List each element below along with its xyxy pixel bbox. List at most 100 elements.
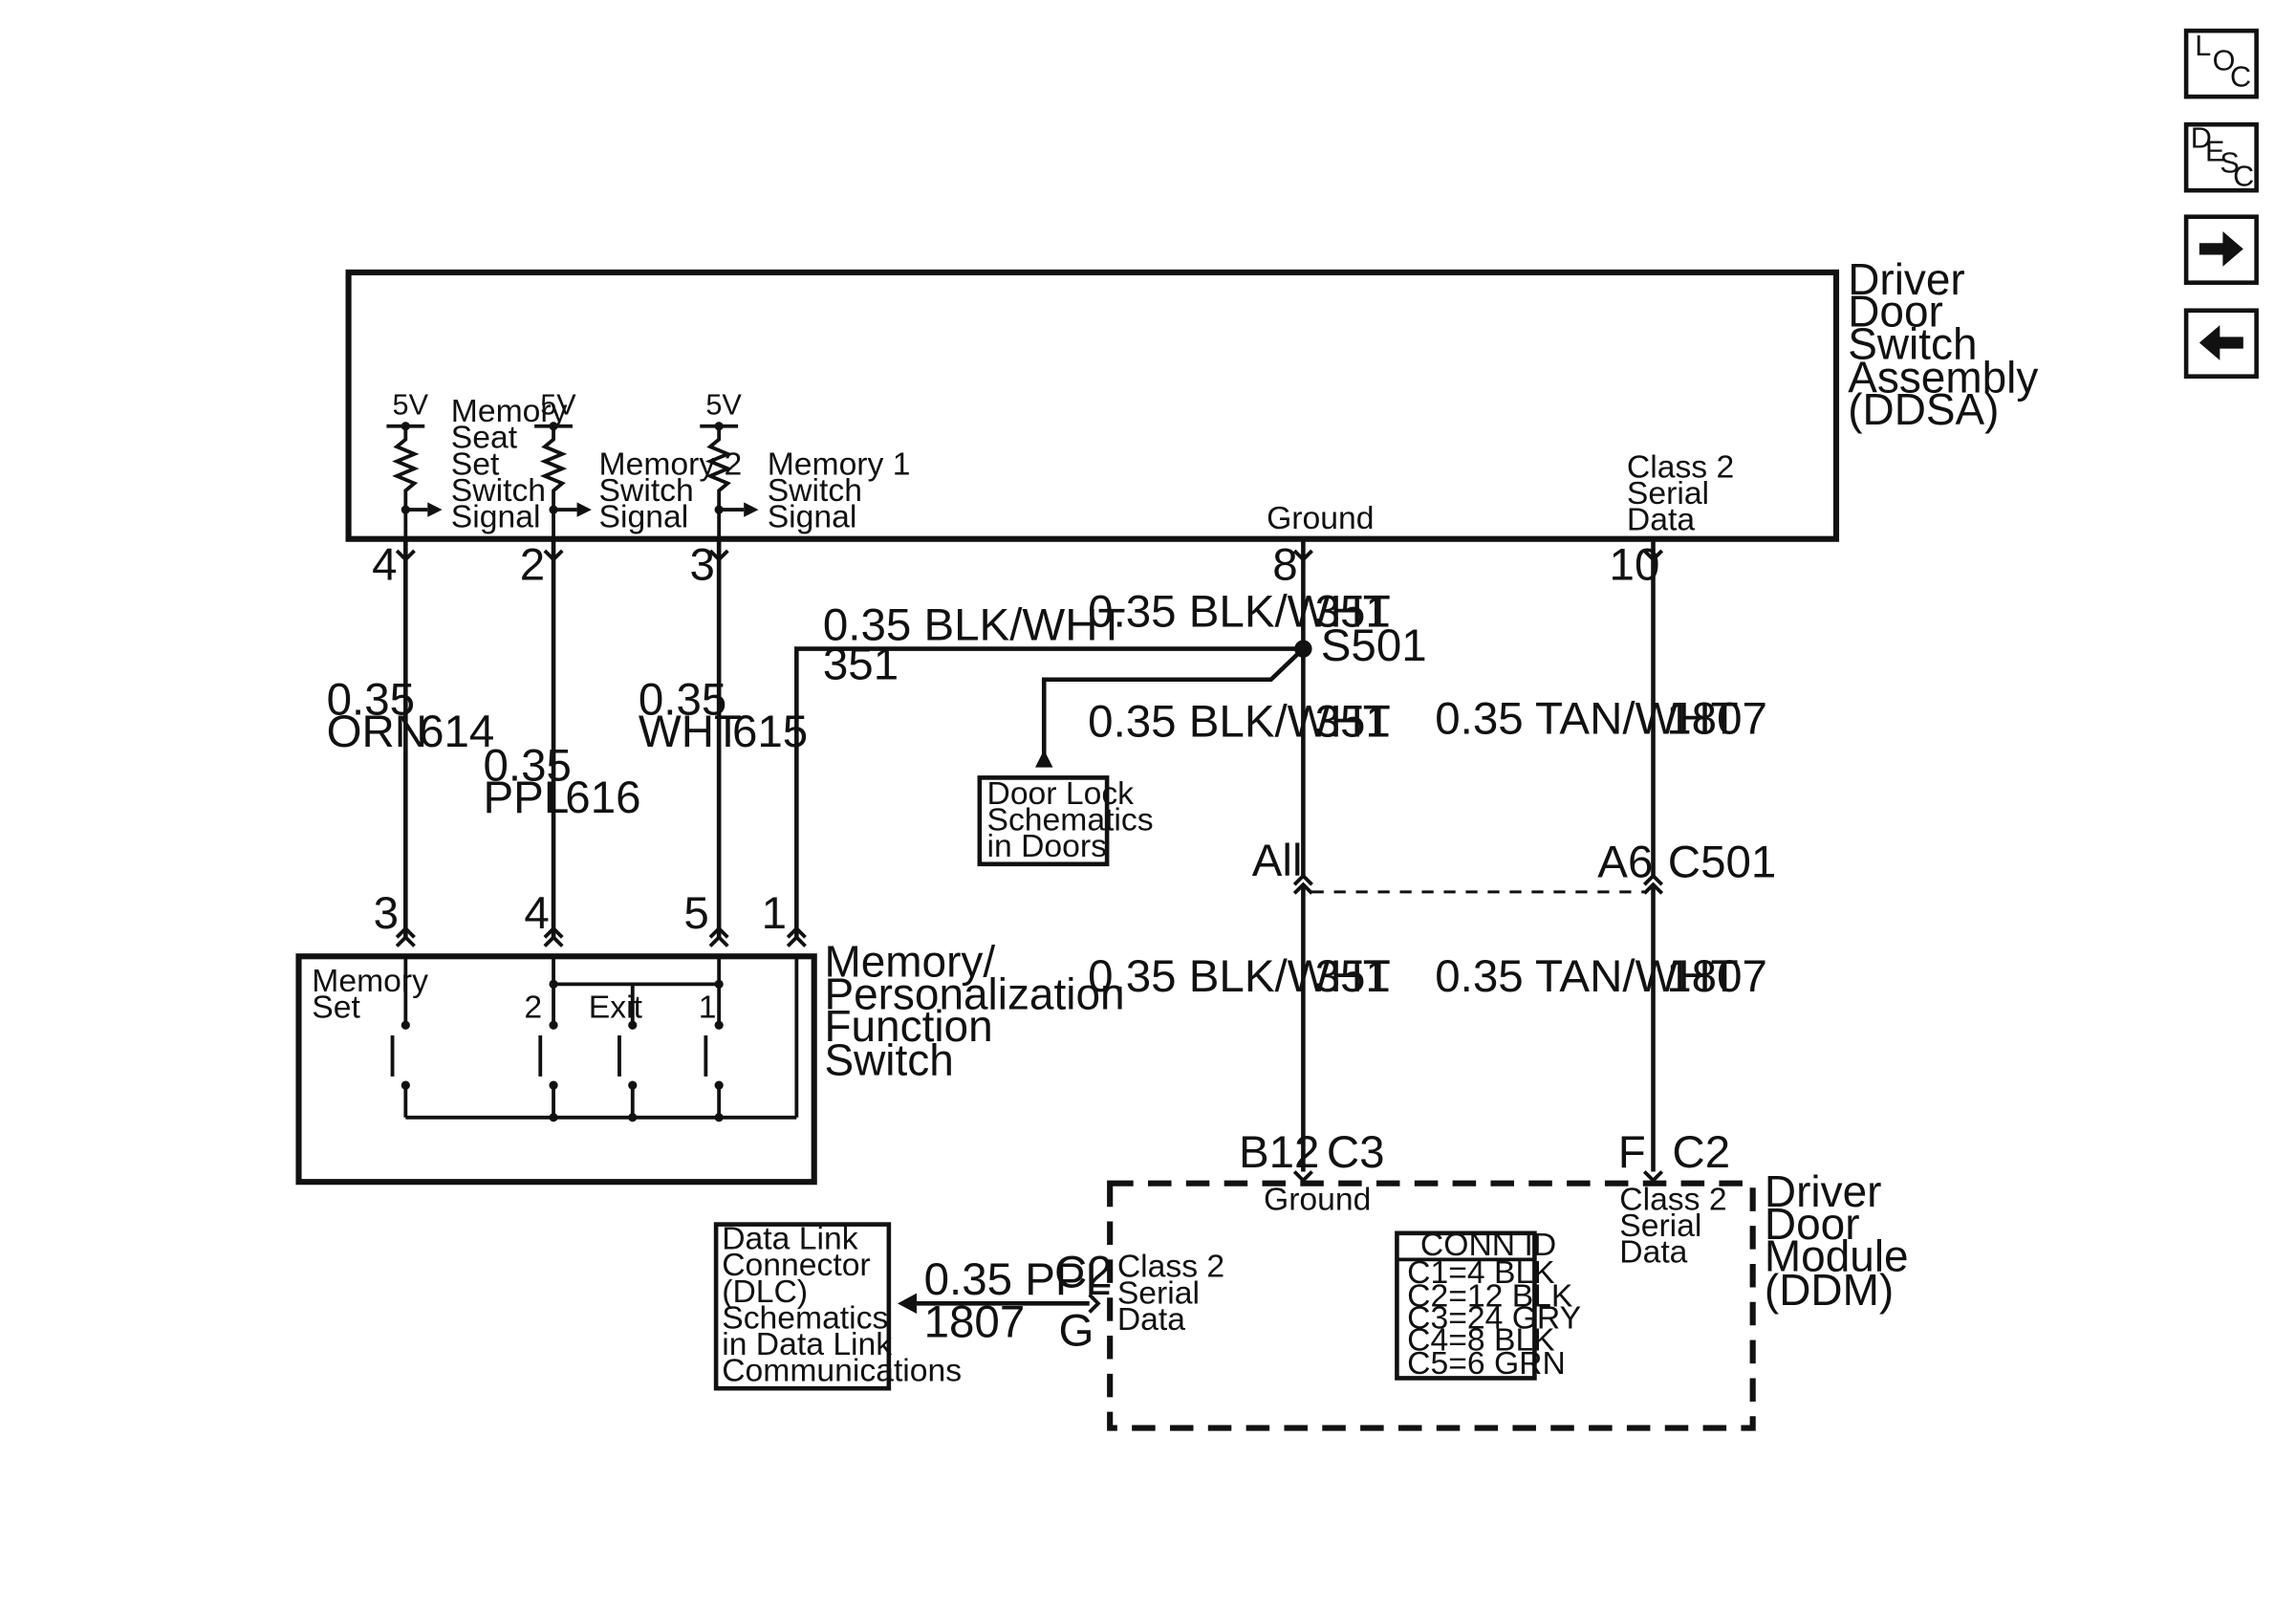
- svg-text:1807: 1807: [1666, 693, 1767, 744]
- desc-letter-c: C: [2233, 161, 2254, 193]
- svg-text:PPL: PPL: [484, 773, 570, 823]
- memory1-signal-label: Memory 1 Switch Signal: [768, 446, 911, 534]
- svg-text:Connector: Connector: [722, 1247, 870, 1283]
- svg-text:351: 351: [1315, 587, 1391, 638]
- svg-text:Data Link: Data Link: [722, 1221, 857, 1257]
- svg-text:Data: Data: [1619, 1233, 1687, 1270]
- splice-s501-label: S501: [1321, 620, 1427, 671]
- mpfs-exit-label: Exit: [589, 990, 643, 1026]
- memory-seat-signal-label: Memory Seat Set Switch Signal: [451, 393, 568, 534]
- svg-text:5V: 5V: [540, 389, 576, 422]
- wire-tanwht-mid-label: 0.35 TAN/WHT 1807: [1435, 693, 1767, 744]
- loc-letter-l: L: [2195, 30, 2211, 62]
- svg-text:0.35: 0.35: [639, 675, 726, 726]
- svg-text:(DLC): (DLC): [722, 1274, 808, 1310]
- svg-text:0.35 TAN/WHT: 0.35 TAN/WHT: [1435, 951, 1738, 1002]
- ddsa-pin-3: 3: [690, 540, 715, 591]
- svg-text:Set: Set: [312, 990, 360, 1026]
- svg-text:Switch: Switch: [768, 472, 862, 509]
- dlc-reference[interactable]: Data Link Connector (DLC) Schematics in …: [713, 1221, 962, 1391]
- svg-text:(DDSA): (DDSA): [1848, 384, 1999, 434]
- nav-back-button[interactable]: [2183, 308, 2259, 379]
- right-arrow-icon: [2199, 231, 2243, 267]
- svg-text:351: 351: [823, 640, 899, 690]
- svg-text:0.35 BLK/WHT: 0.35 BLK/WHT: [823, 599, 1126, 650]
- svg-text:in Doors: in Doors: [986, 828, 1106, 864]
- svg-text:Switch: Switch: [451, 472, 546, 509]
- nav-desc-button[interactable]: D E S C: [2183, 122, 2259, 193]
- wire-ppl-label: 0.35 PPL 616: [484, 740, 641, 823]
- mpfs-switch-internals: [390, 956, 799, 1122]
- svg-text:in Data Link: in Data Link: [722, 1326, 892, 1362]
- svg-text:Door: Door: [1765, 1199, 1860, 1249]
- mpfs-switch-1-label: 1: [699, 990, 717, 1026]
- svg-text:Door: Door: [1848, 287, 1943, 337]
- memory2-signal-label: Memory 2 Switch Signal: [599, 446, 743, 534]
- svg-text:351: 351: [1315, 697, 1391, 748]
- svg-text:Memory/: Memory/: [824, 937, 995, 987]
- ddm-pin-b12: B12: [1239, 1127, 1319, 1178]
- ddsa-pin-2: 2: [520, 540, 545, 591]
- svg-text:615: 615: [732, 707, 808, 757]
- svg-text:0.35: 0.35: [484, 740, 572, 791]
- wire-ppl-dlc-label: 0.35 PPL: [924, 1254, 1111, 1305]
- svg-text:Memory 2: Memory 2: [599, 446, 743, 482]
- wire-blkwht-left-label: 0.35 BLK/WHT 351: [823, 599, 1126, 689]
- svg-text:Schematics: Schematics: [986, 802, 1153, 838]
- ddsa-box: [345, 269, 1840, 542]
- svg-text:351: 351: [1315, 951, 1391, 1002]
- door-lock-reference[interactable]: Door Lock Schematics in Doors: [977, 775, 1154, 867]
- ddsa-class2-label: Class 2 Serial Data: [1627, 448, 1734, 537]
- svg-text:0.35 BLK/WHT: 0.35 BLK/WHT: [1088, 587, 1391, 638]
- ddm-ground-label: Ground: [1264, 1181, 1371, 1217]
- svg-text:1807: 1807: [1666, 951, 1767, 1002]
- svg-text:Memory: Memory: [451, 393, 568, 429]
- svg-text:Signal: Signal: [768, 498, 857, 534]
- svg-text:Switch: Switch: [1848, 318, 1977, 368]
- svg-text:Signal: Signal: [451, 498, 541, 534]
- ddsa-pin-markers: [395, 549, 1664, 562]
- conn-id-row: C5=6 GRN: [1407, 1345, 1566, 1382]
- desc-letter-e: E: [2205, 136, 2224, 168]
- conn-id-row: C2=12 BLK: [1407, 1277, 1573, 1314]
- wire-blkwht-top-label: 0.35 BLK/WHT 351: [1088, 587, 1391, 638]
- conn-id-table: CONN ID C1=4 BLK C2=12 BLK C3=24 GRY C4=…: [1395, 1227, 1581, 1382]
- ddm-class2-right-label: Class 2 Serial Data: [1619, 1181, 1726, 1270]
- pullup-memory-seat: 5V: [386, 389, 443, 539]
- door-lock-arrow-icon: [1035, 750, 1053, 768]
- desc-letter-s: S: [2220, 147, 2239, 180]
- ddm-dlc-pin: G: [1059, 1306, 1094, 1357]
- svg-text:5V: 5V: [705, 389, 742, 422]
- splice-s501-dot: [1294, 640, 1312, 658]
- wire-blkwht-mid-label: 0.35 BLK/WHT 351: [1088, 697, 1391, 748]
- ddm-conn-c2: C2: [1672, 1127, 1730, 1178]
- conn-id-row: C3=24 GRY: [1407, 1299, 1581, 1336]
- ddm-pin-f: F: [1618, 1127, 1646, 1178]
- svg-text:Switch: Switch: [599, 472, 694, 509]
- c501-pin-all: All: [1252, 836, 1303, 886]
- mpfs-memory-set-label: Memory Set: [312, 963, 428, 1026]
- svg-text:0.35 BLK/WHT: 0.35 BLK/WHT: [1088, 951, 1391, 1002]
- svg-text:Data: Data: [1117, 1301, 1185, 1338]
- ddsa-pin-8: 8: [1272, 540, 1297, 591]
- wire-wht-label: 0.35 WHT 615: [639, 675, 808, 758]
- ddm-box: [1107, 1180, 1756, 1431]
- svg-text:0.35 TAN/WHT: 0.35 TAN/WHT: [1435, 693, 1738, 744]
- svg-text:Serial: Serial: [1619, 1208, 1701, 1244]
- mpfs-pin-3: 3: [374, 888, 399, 939]
- svg-text:Serial: Serial: [1117, 1274, 1200, 1311]
- conn-id-title: CONN ID: [1420, 1227, 1556, 1263]
- svg-text:Set: Set: [451, 446, 500, 482]
- svg-text:ORN: ORN: [327, 707, 427, 757]
- mpfs-pin-4: 4: [524, 888, 549, 939]
- wire-blkwht-low-label: 0.35 BLK/WHT 351: [1088, 951, 1391, 1002]
- svg-text:0.35: 0.35: [327, 675, 415, 726]
- ddsa-pin-4: 4: [372, 540, 397, 591]
- svg-text:Driver: Driver: [1765, 1166, 1882, 1216]
- nav-loc-button[interactable]: L O C: [2183, 28, 2259, 99]
- svg-text:616: 616: [565, 773, 640, 823]
- ddsa-ground-label: Ground: [1267, 500, 1374, 536]
- nav-forward-button[interactable]: [2183, 214, 2259, 285]
- svg-text:Schematics: Schematics: [722, 1299, 888, 1336]
